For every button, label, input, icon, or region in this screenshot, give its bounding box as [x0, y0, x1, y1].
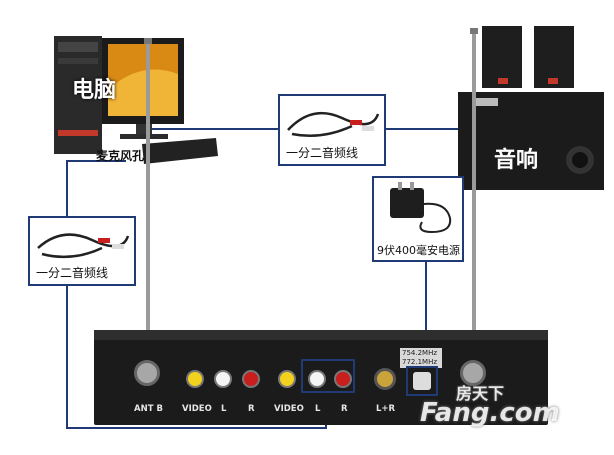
wire-power-down	[425, 262, 427, 348]
video1-jack	[186, 370, 204, 388]
dc-jack	[413, 372, 431, 390]
speaker-illustration	[458, 22, 608, 192]
frequency-sticker	[400, 348, 442, 368]
receiver-panel-top	[94, 330, 548, 340]
audio-cable-icon	[287, 111, 380, 137]
power-adapter-box: 9伏400毫安电源	[372, 176, 464, 262]
frequency-text-2: 772.1MHz	[402, 358, 438, 366]
antenna-right	[470, 28, 478, 378]
r1-jack	[242, 370, 260, 388]
wire-topcable-to-speaker	[386, 128, 464, 130]
video1-label: VIDEO	[182, 404, 212, 414]
wire-leftcable-down	[66, 285, 68, 427]
speaker-label: 音响	[494, 148, 539, 173]
dc-jack-highlight-box	[406, 366, 438, 396]
watermark-line2: Fang.com	[420, 398, 560, 428]
power-adapter-icon	[390, 182, 452, 234]
wire-computer-to-topcable	[148, 128, 280, 130]
receiver-back-panel: ANT B VIDEO L R VIDEO L R L+R 754.2MHz 7…	[94, 330, 548, 425]
left-cable-label: 一分二音频线	[36, 266, 109, 280]
watermark-line1: 房天下	[456, 384, 505, 403]
l2-label: L	[315, 404, 321, 414]
computer-illustration	[40, 30, 220, 170]
lr-jack	[374, 368, 396, 390]
ant-a-connector	[460, 360, 486, 386]
wire-mic-down	[66, 160, 68, 216]
computer-icon	[54, 36, 218, 164]
left-cable-box: 一分二音频线	[28, 216, 136, 286]
video2-label: VIDEO	[274, 404, 304, 414]
r2-jack	[334, 370, 352, 388]
speaker-icon	[458, 26, 604, 190]
frequency-text-1: 754.2MHz	[402, 349, 438, 357]
power-adapter-label: 9伏400毫安电源	[377, 244, 460, 257]
computer-label: 电脑	[72, 78, 117, 103]
rca-highlight-box	[301, 359, 355, 393]
l1-jack	[214, 370, 232, 388]
mic-port-label: 麦克风孔	[96, 149, 145, 163]
ant-b-label: ANT B	[134, 404, 163, 414]
wire-bottom-left	[66, 427, 326, 429]
lr-label: L+R	[376, 404, 396, 414]
video2-jack	[278, 370, 296, 388]
r2-label: R	[341, 404, 348, 414]
wire-mic-across	[66, 160, 126, 162]
l2-jack	[308, 370, 326, 388]
top-cable-label: 一分二音频线	[286, 146, 359, 160]
l1-label: L	[221, 404, 227, 414]
audio-cable-icon	[37, 233, 130, 259]
antenna-left	[144, 38, 152, 378]
ant-b-connector	[134, 360, 160, 386]
r1-label: R	[248, 404, 255, 414]
top-cable-box: 一分二音频线	[278, 94, 386, 166]
